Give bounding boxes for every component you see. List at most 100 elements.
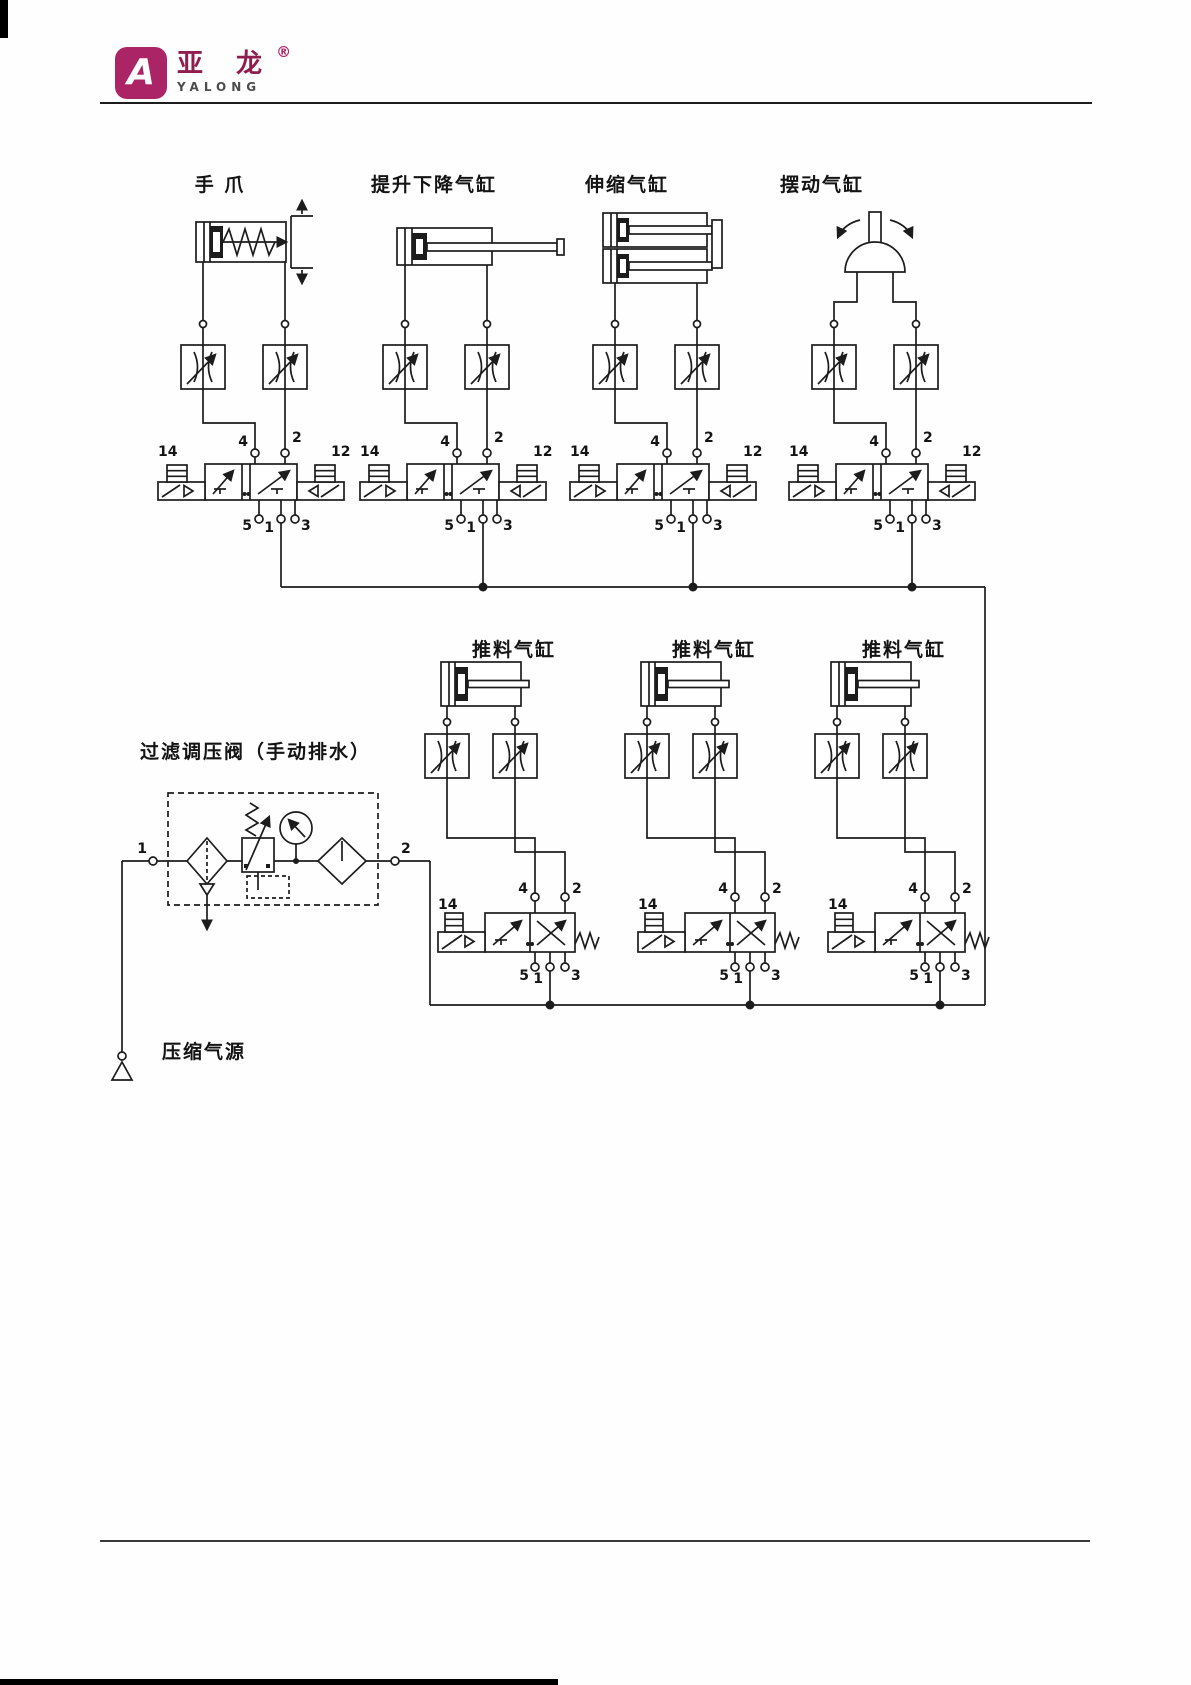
port-label-5: 5 xyxy=(873,518,883,534)
scan-artifact-top-left xyxy=(0,0,8,38)
push-cylinder-symbol xyxy=(640,661,730,707)
throttle-valve xyxy=(181,345,225,389)
telescopic-cylinder-symbol xyxy=(602,212,723,284)
double-solenoid-valve-5-2 xyxy=(789,449,975,523)
throttle-valve xyxy=(883,734,927,778)
label-push-cylinder: 推料气缸 xyxy=(472,638,556,661)
port-label-2: 2 xyxy=(704,430,714,446)
scan-artifact-bottom xyxy=(0,1679,558,1685)
port-label-12: 12 xyxy=(533,444,552,460)
port-label-4: 4 xyxy=(440,434,450,450)
port-label-4: 4 xyxy=(718,881,728,897)
port-labels-valve-1: 14 4 2 12 5 1 3 xyxy=(158,430,350,536)
double-solenoid-valve-5-2 xyxy=(158,449,344,523)
port-label-2: 2 xyxy=(772,881,782,897)
port-label-2: 2 xyxy=(962,881,972,897)
push-cylinder-symbol xyxy=(830,661,920,707)
port-label-14: 14 xyxy=(789,444,809,460)
label-swing-cylinder: 摆动气缸 xyxy=(780,173,864,196)
port-label-4: 4 xyxy=(238,434,248,450)
registered-trademark-icon: ® xyxy=(276,43,292,61)
port-label-1: 1 xyxy=(466,520,476,536)
single-solenoid-valve-5-2 xyxy=(638,893,799,971)
throttle-valve xyxy=(493,734,537,778)
port-label-3: 3 xyxy=(503,518,513,534)
label-lift-cylinder: 提升下降气缸 xyxy=(371,173,497,196)
push-cylinder-symbol xyxy=(440,661,530,707)
port-label-2: 2 xyxy=(923,430,933,446)
filter-regulator-unit xyxy=(148,792,400,932)
label-telescopic-cylinder: 伸缩气缸 xyxy=(584,173,669,196)
port-label-1: 1 xyxy=(533,971,543,987)
port-label-3: 3 xyxy=(932,518,942,534)
throttle-valve xyxy=(625,734,669,778)
port-label-1: 1 xyxy=(895,520,905,536)
port-label-1: 1 xyxy=(676,520,686,536)
port-label-14: 14 xyxy=(360,444,380,460)
brand-name-cjk: 亚 龙 xyxy=(177,49,275,79)
filter-symbol xyxy=(185,836,229,886)
manual-drain-box xyxy=(246,875,290,899)
port-label-5: 5 xyxy=(719,968,729,984)
label-push-cylinder: 推料气缸 xyxy=(862,638,946,661)
gripper-symbol xyxy=(195,198,313,286)
flow-control-valves xyxy=(181,319,938,779)
throttle-valve xyxy=(894,345,938,389)
throttle-valve xyxy=(675,345,719,389)
port-label-12: 12 xyxy=(331,444,350,460)
port-labels-valve-3: 14 4 2 12 5 1 3 xyxy=(570,430,762,536)
throttle-valve xyxy=(815,734,859,778)
yalong-logo: A 亚 龙 YALONG ® xyxy=(115,43,291,99)
port-label-1: 1 xyxy=(264,520,274,536)
port-label-3: 3 xyxy=(301,518,311,534)
port-label-3: 3 xyxy=(713,518,723,534)
throttle-valve xyxy=(425,734,469,778)
port-label-4: 4 xyxy=(650,434,660,450)
lift-cylinder-symbol xyxy=(396,227,565,266)
port-label-14: 14 xyxy=(828,897,848,913)
port-labels-valve-6: 14 4 2 5 1 3 xyxy=(638,881,782,987)
port-label-2: 2 xyxy=(572,881,582,897)
port-label-2: 2 xyxy=(292,430,302,446)
label-push-cylinder: 推料气缸 xyxy=(672,638,756,661)
header-rule xyxy=(100,102,1092,104)
port-label-5: 5 xyxy=(909,968,919,984)
port-label-5: 5 xyxy=(654,518,664,534)
port-label-1: 1 xyxy=(923,971,933,987)
throttle-valve xyxy=(593,345,637,389)
port-labels-valve-5: 14 4 2 5 1 3 xyxy=(438,881,582,987)
port-label-12: 12 xyxy=(962,444,981,460)
air-source-symbol xyxy=(110,1051,134,1081)
port-labels-valve-2: 14 4 2 12 5 1 3 xyxy=(360,430,552,536)
port-label-12: 12 xyxy=(743,444,762,460)
throttle-valve xyxy=(383,345,427,389)
port-label-4: 4 xyxy=(908,881,918,897)
port-label-5: 5 xyxy=(519,968,529,984)
footer-rule xyxy=(100,1540,1090,1542)
frl-port-out-label: 2 xyxy=(401,841,411,857)
port-label-14: 14 xyxy=(570,444,590,460)
port-label-3: 3 xyxy=(571,968,581,984)
double-solenoid-valve-5-2 xyxy=(570,449,756,523)
logo-a-icon: A xyxy=(115,47,167,99)
throttle-valve xyxy=(465,345,509,389)
port-label-5: 5 xyxy=(444,518,454,534)
throttle-valve xyxy=(812,345,856,389)
port-label-4: 4 xyxy=(518,881,528,897)
port-label-3: 3 xyxy=(961,968,971,984)
single-solenoid-valve-5-2 xyxy=(828,893,989,971)
swing-actuator-symbol xyxy=(836,211,914,273)
label-air-source: 压缩气源 xyxy=(162,1040,246,1063)
port-label-1: 1 xyxy=(733,971,743,987)
label-gripper: 手 爪 xyxy=(195,173,246,196)
double-solenoid-valve-5-2 xyxy=(360,449,546,523)
port-label-14: 14 xyxy=(638,897,658,913)
port-label-4: 4 xyxy=(869,434,879,450)
logo-text: 亚 龙 YALONG xyxy=(177,47,274,94)
frl-port-in-label: 1 xyxy=(137,841,147,857)
throttle-valve xyxy=(263,345,307,389)
brand-name-latin: YALONG xyxy=(177,80,262,94)
port-labels-valve-7: 14 4 2 5 1 3 xyxy=(828,881,972,987)
junction-dots xyxy=(478,582,945,1010)
